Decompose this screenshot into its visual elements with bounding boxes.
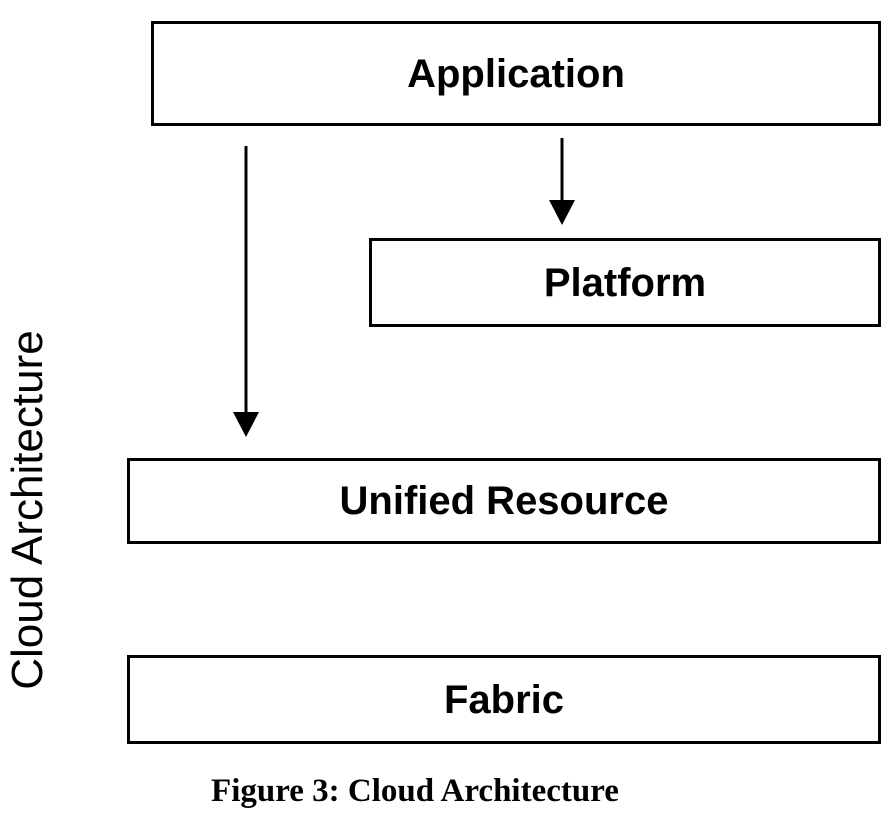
layer-fabric-box: Fabric: [127, 655, 881, 744]
layer-platform-label: Platform: [543, 260, 707, 305]
layer-unified-resource-label: Unified Resource: [339, 479, 669, 523]
side-label-cloud-architecture: Cloud Architecture: [3, 330, 52, 690]
arrow-application-to-platform-head: [549, 200, 575, 225]
layer-application-box: Application: [151, 21, 881, 126]
layer-application-label: Application: [407, 51, 625, 96]
layer-platform-box: Platform: [369, 238, 881, 327]
arrow-application-to-platform: [549, 138, 575, 225]
layer-unified-resource-box: Unified Resource: [127, 458, 881, 544]
layer-fabric-label: Fabric: [443, 677, 565, 722]
arrow-application-to-unified-resource: [233, 146, 259, 437]
figure-caption: Figure 3: Cloud Architecture: [211, 773, 619, 809]
arrow-application-to-unified-resource-head: [233, 412, 259, 437]
